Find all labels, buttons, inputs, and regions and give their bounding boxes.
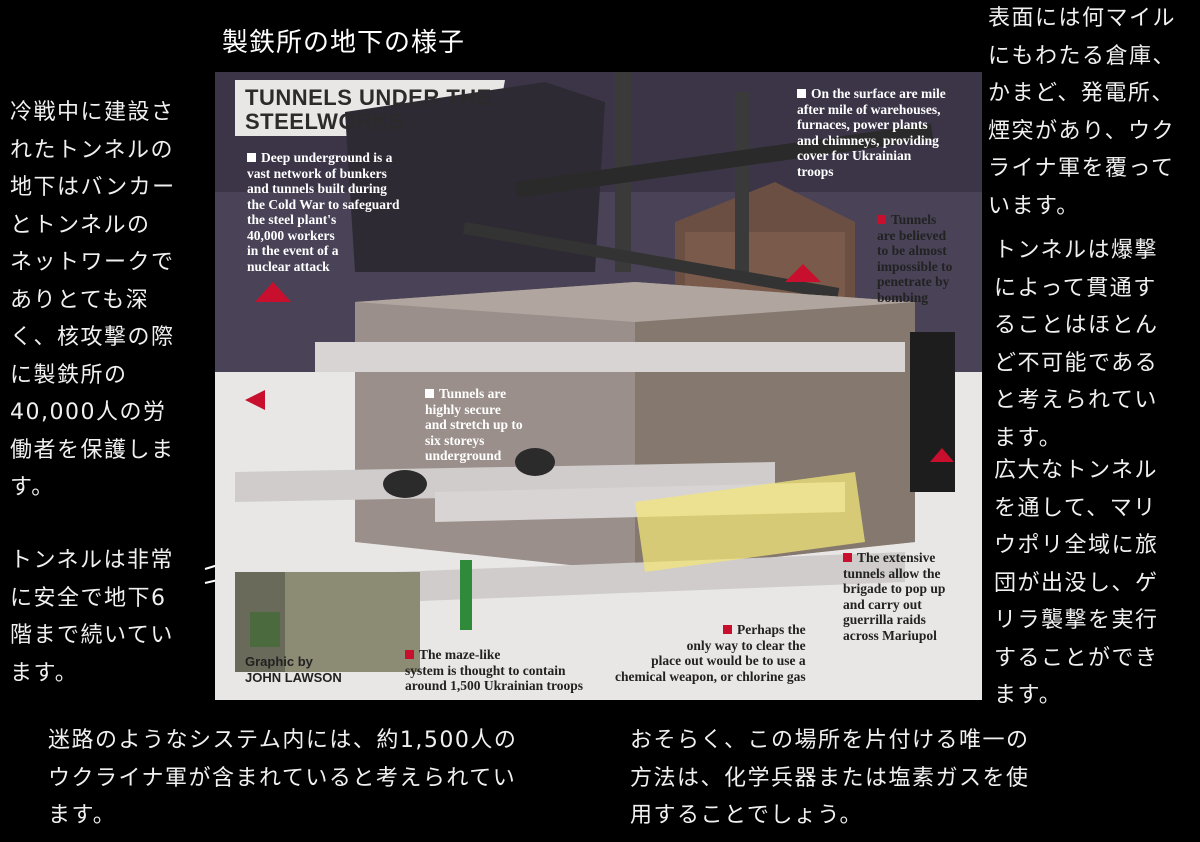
arrow-up-icon	[785, 264, 821, 282]
note-chemical-weapon: おそらく、この場所を片付ける唯一の 方法は、化学兵器または塩素ガスを使 用するこ…	[630, 728, 1030, 828]
tunnel-cutaway-graphic: TUNNELS UNDER THE STEELWORKS Deep underg…	[215, 72, 982, 700]
tunnel-mouth	[383, 470, 427, 498]
bullet-square-icon	[797, 89, 806, 98]
bunker-room-interior	[285, 572, 420, 672]
arrow-up-icon	[255, 282, 291, 302]
graphic-credit: Graphic by JOHN LAWSON	[245, 654, 342, 685]
tunnel-level-4	[395, 552, 905, 602]
caption-secure: Tunnels are highly secure and stretch up…	[425, 386, 523, 463]
caption-deep-underground: Deep underground is a vast network of bu…	[247, 150, 400, 274]
note-six-storeys: トンネルは非常 に安全で地下6 階まで続いてい ます。	[10, 548, 175, 686]
caption-chemical: Perhaps the only way to clear the place …	[615, 622, 806, 684]
note-surface-cover: 表面には何マイル にもわたる倉庫、 かまど、発電所、 煙突があり、ウク ライナ軍…	[988, 6, 1177, 219]
page-title: 製鉄所の地下の様子	[222, 28, 466, 58]
bullet-square-icon	[247, 153, 256, 162]
tunnel-level-1	[315, 342, 905, 372]
concrete-block-top	[355, 282, 915, 322]
gas-cylinder	[460, 560, 472, 630]
chimney	[735, 92, 749, 272]
caption-extensive: The extensive tunnels allow the brigade …	[843, 550, 946, 643]
cutaway-illustration	[215, 72, 982, 672]
chlorine-gas-highlight	[635, 472, 865, 572]
bullet-square-icon	[425, 389, 434, 398]
warehouse-silhouette	[345, 82, 605, 272]
exit-shaft	[910, 332, 955, 492]
caption-surface: On the surface are mile after mile of wa…	[797, 86, 946, 179]
note-cold-war-bunkers: 冷戦中に建設さ れたトンネルの 地下はバンカー とトンネルの ネットワークで あ…	[10, 100, 176, 500]
note-guerrilla-raids: 広大なトンネル を通して、マリ ウポリ全域に旅 団が出没し、ゲ リラ襲撃を実行 …	[994, 458, 1159, 708]
graphic-banner: TUNNELS UNDER THE STEELWORKS	[245, 85, 492, 134]
bullet-square-icon	[843, 553, 852, 562]
arrow-up-icon	[930, 448, 954, 462]
caption-maze: The maze-like system is thought to conta…	[405, 647, 584, 693]
arrow-icon	[245, 390, 265, 410]
pipe	[462, 222, 840, 300]
note-bombing-proof: トンネルは爆撃 によって貫通す ることはほとん ど不可能である と考えられてい …	[994, 238, 1159, 451]
bullet-square-icon	[877, 215, 886, 224]
pipe	[515, 123, 934, 198]
note-troop-count: 迷路のようなシステム内には、約1,500人の ウクライナ軍が含まれていると考えら…	[48, 728, 518, 828]
bullet-square-icon	[722, 625, 732, 634]
tunnel-mouth	[515, 448, 555, 476]
bullet-square-icon	[405, 650, 414, 659]
caption-bombing: Tunnels are believed to be almost imposs…	[877, 212, 953, 305]
supply-crates	[250, 612, 280, 647]
